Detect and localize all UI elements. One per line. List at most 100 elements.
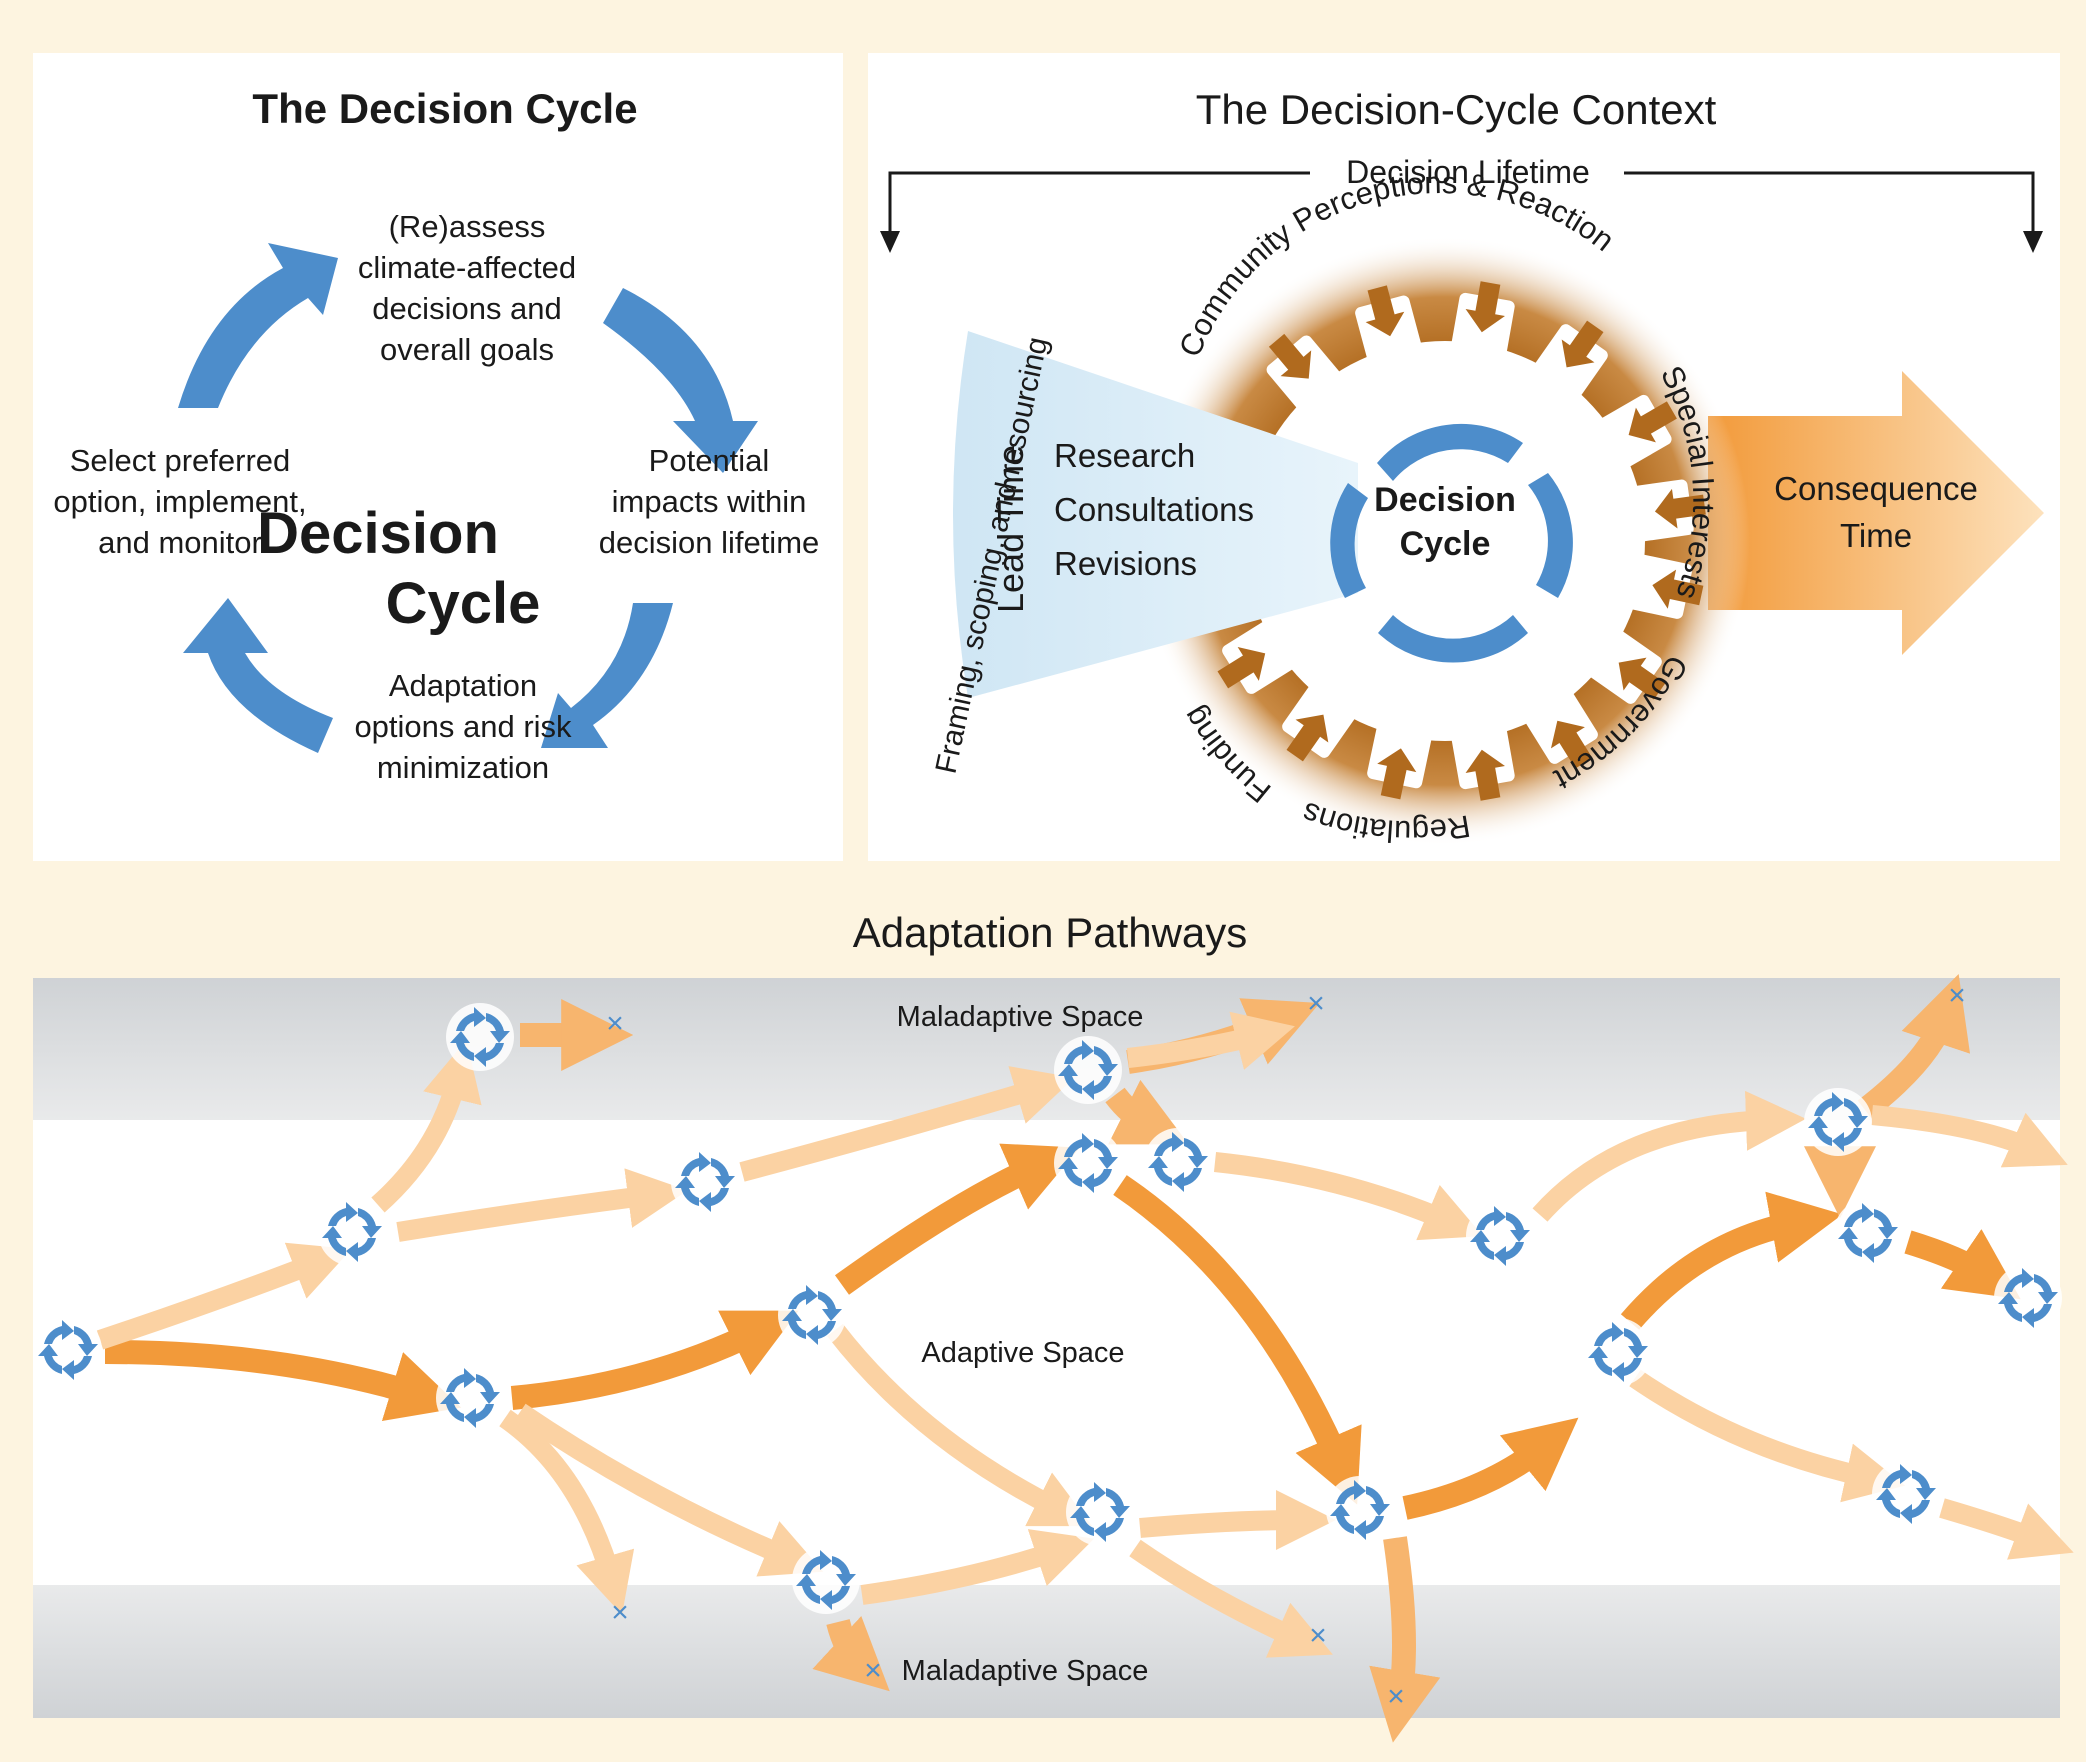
decision-node [1994, 1264, 2062, 1332]
decision-cycle-diagram: The Decision Cycle Decision Cycle (Re)as… [53, 85, 820, 785]
pathway-arrow [1939, 1498, 2074, 1560]
pathway-arrow [1139, 1490, 1336, 1551]
lead-item-research: Research [1054, 437, 1195, 474]
gear-tooth-arrow [1377, 748, 1417, 800]
gear-tooth-arrow [1550, 720, 1593, 769]
pathway-arrow [1904, 1229, 2021, 1300]
pathway-end-marker: × [1387, 1680, 1405, 1713]
step-potential-line: decision lifetime [599, 525, 820, 560]
maladaptive-band-top [33, 978, 2060, 1120]
pathway-arrow [1129, 1539, 1333, 1658]
pathway-arrows [96, 974, 2074, 1743]
pathway-arrow [1620, 1191, 1843, 1330]
pathway-end-marker: × [611, 1596, 629, 1629]
decision-cycle-context-diagram: The Decision-Cycle Context Decision Life… [880, 86, 2044, 849]
pathway-arrow [514, 1403, 824, 1577]
gear-tooth-arrow [1628, 401, 1677, 443]
decision-node [1054, 1036, 1122, 1104]
gear-tooth-arrow [1217, 646, 1266, 689]
gear-tooth-arrow [1286, 714, 1329, 762]
pathway-arrow [1402, 1417, 1579, 1520]
decision-node [318, 1198, 386, 1266]
pathway-arrow [1105, 1079, 1189, 1145]
pathway-arrow [1629, 1369, 1906, 1503]
lead-item-revisions: Revisions [1054, 545, 1197, 582]
decision-cycle-panel: The Decision Cycle Decision Cycle (Re)as… [33, 53, 843, 861]
pathway-arrow [396, 1168, 688, 1242]
step-adaptation-line: minimization [377, 750, 549, 785]
decision-node [1144, 1128, 1212, 1196]
decision-node [1326, 1476, 1394, 1544]
pathway-arrow [499, 1409, 635, 1615]
decision-lifetime-bracket [888, 171, 2035, 238]
step-adaptation-line: options and risk [354, 709, 572, 744]
inner-decision-cycle [1330, 423, 1573, 663]
pathway-arrow [1213, 1152, 1484, 1241]
pathway-end-marker: × [1309, 1619, 1327, 1652]
gear-tooth-arrow [1465, 749, 1505, 801]
pathway-end-marker: × [1948, 979, 1966, 1012]
gear-tooth-arrow [1654, 488, 1706, 529]
cycle-arrow-top-left [178, 243, 338, 408]
consequence-label-line1: Consequence [1774, 470, 1978, 507]
decision-cycle-context-panel: The Decision-Cycle Context Decision Life… [868, 53, 2060, 861]
bracket-arrow-left [880, 231, 900, 253]
step-reassess-line: (Re)assess [389, 209, 546, 244]
decision-node [446, 1003, 514, 1071]
pathway-end-marker: × [1307, 987, 1325, 1020]
step-potential-impacts: Potential impacts within decision lifeti… [599, 443, 820, 560]
pathway-arrow [739, 1066, 1075, 1182]
decision-node [778, 1281, 846, 1349]
pathway-arrow [827, 1323, 1093, 1527]
consequence-label-line2: Time [1840, 517, 1912, 554]
step-potential-line: Potential [649, 443, 770, 478]
decision-node [1584, 1318, 1652, 1386]
step-reassess: (Re)assess climate-affected decisions an… [358, 209, 576, 367]
adaptive-space-label: Adaptive Space [921, 1337, 1124, 1369]
lead-time-wedge [953, 331, 1358, 698]
step-select-line: and monitor [98, 525, 262, 560]
step-reassess-line: climate-affected [358, 250, 576, 285]
decision-node [671, 1148, 739, 1216]
step-adaptation-options: Adaptation options and risk minimization [354, 668, 572, 785]
pathway-arrow [812, 1616, 890, 1692]
lead-item-consultations: Consultations [1054, 491, 1254, 528]
inner-cycle-line2: Cycle [1400, 525, 1491, 563]
gear-tooth-arrow [1561, 320, 1604, 368]
pathway-arrow [510, 1310, 799, 1410]
maladaptive-band-bottom [33, 1585, 2060, 1718]
pathway-arrow [1126, 1011, 1295, 1070]
step-select-line: Select preferred [70, 443, 291, 478]
step-potential-line: impacts within [612, 484, 807, 519]
step-adaptation-line: Adaptation [389, 668, 537, 703]
decision-node [1804, 1088, 1872, 1156]
decision-node [1054, 1129, 1122, 1197]
cycle-arrow-bottom-right [541, 603, 673, 748]
decision-node [1872, 1460, 1940, 1528]
context-title: The Decision-Cycle Context [1196, 86, 1717, 133]
decision-node [1066, 1478, 1134, 1546]
pathway-end-marker: × [606, 1007, 624, 1040]
step-reassess-line: overall goals [380, 332, 554, 367]
pathway-arrow [834, 1143, 1080, 1295]
step-reassess-line: decisions and [372, 291, 562, 326]
decision-node [1834, 1199, 1902, 1267]
gear-tooth-arrows [1217, 281, 1706, 801]
gear-tooth-arrow [1268, 333, 1312, 379]
pathway-arrow [371, 1039, 482, 1213]
pathway-arrow [1857, 974, 1971, 1120]
pathway-arrow [860, 1529, 1095, 1605]
pathways-panel [33, 978, 2060, 1718]
lead-time-label: Lead Time [990, 445, 1031, 613]
maladaptive-top-label: Maladaptive Space [897, 1001, 1144, 1033]
gear-tooth-arrow [1365, 285, 1405, 337]
gear-tooth-arrow [1465, 281, 1505, 333]
pathway-arrow [1532, 1090, 1806, 1222]
decision-nodes [34, 1003, 2062, 1614]
pathway-arrow [96, 1242, 352, 1350]
decision-node [436, 1364, 504, 1432]
pathway-end-marker: × [864, 1654, 882, 1687]
decision-node [1466, 1202, 1534, 1270]
cycle-arrow-bottom-left [183, 598, 333, 753]
step-select-option: Select preferred option, implement, and … [53, 443, 306, 560]
